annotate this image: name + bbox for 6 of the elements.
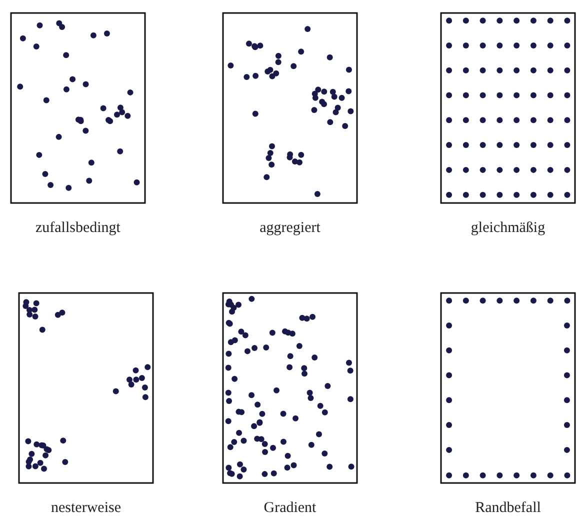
panel-caption: zufallsbedingt bbox=[34, 220, 122, 237]
panel-caption: Randbefall bbox=[474, 500, 542, 517]
panel-caption: aggregiert bbox=[258, 220, 322, 237]
panel-caption: nesterweise bbox=[50, 500, 122, 517]
panel-caption: Gradient bbox=[262, 500, 318, 517]
panel-caption: gleichmäßig bbox=[470, 220, 546, 237]
